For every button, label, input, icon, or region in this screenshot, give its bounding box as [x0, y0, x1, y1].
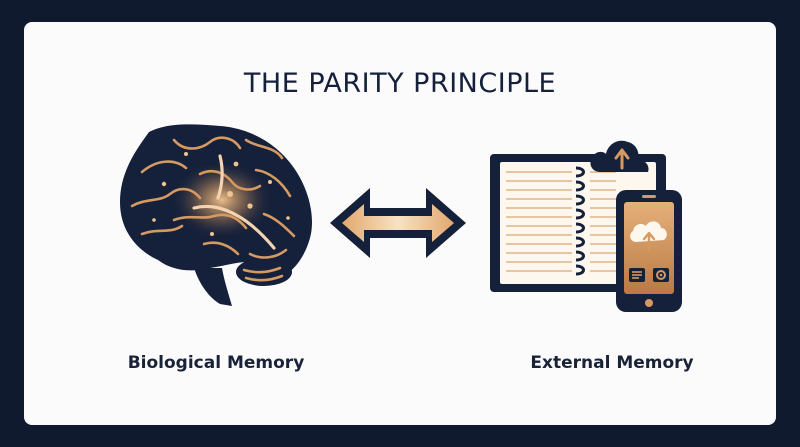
double-arrow-icon	[330, 188, 466, 258]
brain-sparkles	[152, 152, 290, 236]
brain-glow	[170, 160, 274, 240]
diagram-art	[120, 124, 682, 312]
double-arrow-fill	[342, 204, 454, 242]
phone-speaker	[642, 195, 656, 198]
gear-icon	[656, 270, 666, 280]
gear-hub	[659, 273, 663, 277]
phone-icon	[616, 190, 682, 312]
external-memory-label: External Memory	[530, 353, 694, 373]
diagram-title: THE PARITY PRINCIPLE	[243, 68, 557, 99]
upload-arrow	[614, 148, 630, 170]
brain-folds	[130, 136, 296, 282]
diagram-card: THE PARITY PRINCIPLE	[24, 22, 776, 425]
cloud-shape	[590, 140, 649, 172]
cloud-upload-icon	[590, 140, 649, 172]
phone-home-button	[645, 299, 653, 307]
notebook-spiral	[575, 166, 585, 276]
document-lines	[632, 271, 642, 279]
notebook-lines	[506, 171, 616, 272]
phone-cloud-icon	[630, 221, 667, 242]
phone-upload-arrow	[642, 231, 656, 252]
biological-memory-label: Biological Memory	[127, 353, 305, 373]
brain-highlight	[192, 154, 276, 250]
brain-icon	[120, 124, 313, 306]
brain-stem	[194, 268, 232, 306]
